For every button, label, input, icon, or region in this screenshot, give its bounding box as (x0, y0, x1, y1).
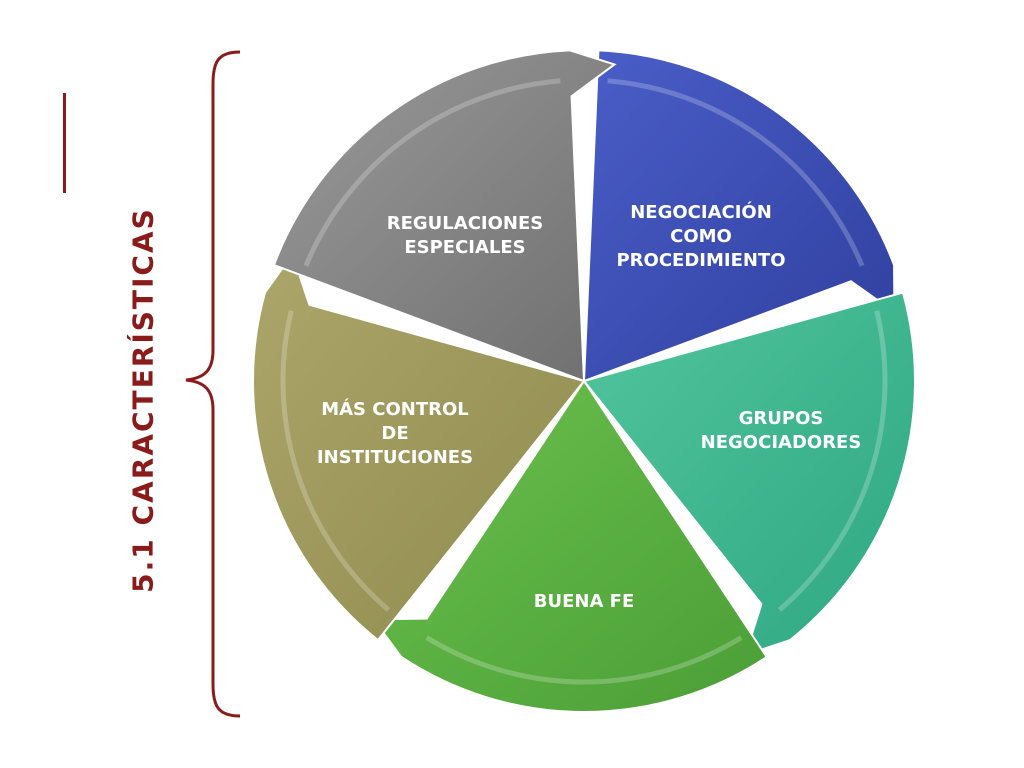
segment-label-grupos-line-2: NEGOCIADORES (701, 432, 862, 453)
segment-label-negociacion-line-1: NEGOCIACIÓN (630, 201, 772, 223)
segment-arrow-band-negociacion (607, 78, 865, 267)
segment-arrow-band-control (280, 310, 391, 612)
segment-grupos (582, 291, 916, 657)
segment-arrow-band-grupos (777, 310, 888, 612)
segment-arrow-band-buena-fe (425, 635, 743, 685)
segment-buena-fe (371, 379, 769, 713)
segment-label-regulaciones-line-1: REGULACIONES (387, 213, 543, 234)
segment-label-control-line-2: DE (381, 423, 408, 444)
segment-arrow-band-regulaciones (303, 78, 561, 267)
segment-regulaciones (272, 49, 617, 383)
segment-label-control-line-1: MÁS CONTROL (321, 398, 469, 420)
segment-label-control-line-3: INSTITUCIONES (317, 447, 473, 468)
segment-control (252, 252, 586, 642)
title-accent-rule (63, 93, 66, 193)
segment-label-negociacion-line-2: COMO (670, 226, 732, 247)
segment-negociacion (582, 49, 896, 383)
segment-label-buena-fe-line-1: BUENA FE (534, 591, 635, 612)
segment-label-regulaciones-line-2: ESPECIALES (404, 237, 525, 258)
curly-brace (185, 50, 241, 718)
segment-label-grupos-line-1: GRUPOS (739, 408, 824, 429)
segment-label-negociacion-line-3: PROCEDIMIENTO (616, 250, 785, 271)
